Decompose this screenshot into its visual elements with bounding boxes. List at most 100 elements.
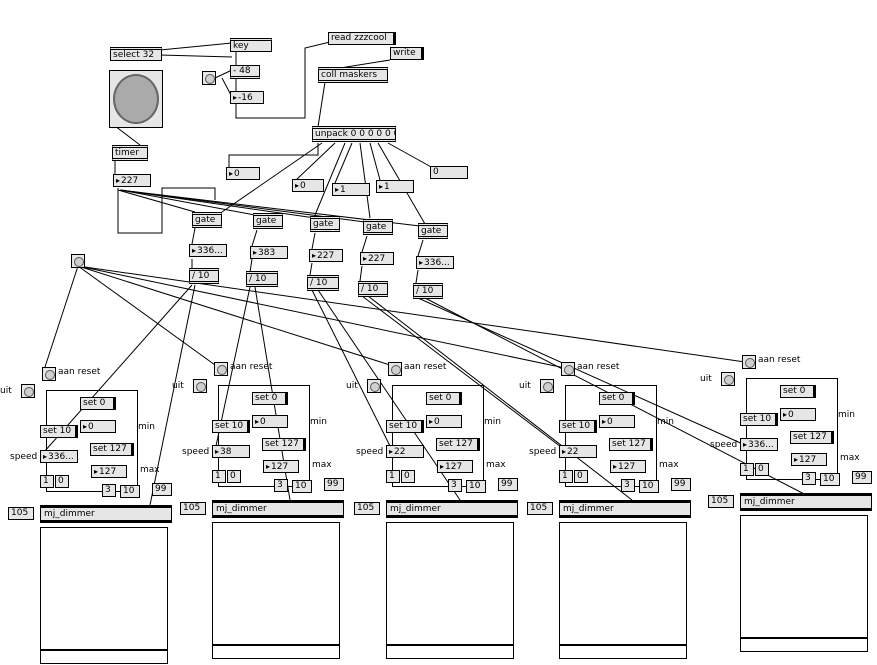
select-object[interactable]: select 32 bbox=[110, 47, 162, 61]
toggle-0[interactable]: 0 bbox=[55, 475, 69, 488]
toggle-0[interactable]: 0 bbox=[227, 470, 241, 483]
min-number-box[interactable]: 0 bbox=[80, 420, 116, 433]
set-10-message[interactable]: set 10 bbox=[212, 420, 250, 433]
num-105[interactable]: 105 bbox=[180, 502, 206, 515]
toggle-1[interactable]: 1 bbox=[386, 470, 400, 483]
max-number-box[interactable]: 127 bbox=[263, 460, 299, 473]
unpack-out-1[interactable]: 0 bbox=[226, 167, 260, 180]
read-message[interactable]: read zzzcool bbox=[328, 32, 396, 45]
num-3[interactable]: 3 bbox=[102, 484, 116, 497]
toggle-1[interactable]: 1 bbox=[740, 463, 754, 476]
set-10-message[interactable]: set 10 bbox=[740, 413, 778, 426]
divide-object[interactable]: / 10 bbox=[358, 281, 388, 297]
divide-object[interactable]: / 10 bbox=[189, 268, 219, 284]
aan-reset-bang[interactable] bbox=[214, 362, 228, 376]
set-10-message[interactable]: set 10 bbox=[559, 420, 597, 433]
gate-object[interactable]: gate bbox=[253, 213, 283, 229]
max-number-box[interactable]: 127 bbox=[437, 460, 473, 473]
gate-value[interactable]: 336... bbox=[416, 256, 454, 269]
timer-object[interactable]: timer bbox=[112, 145, 148, 161]
set-10-message[interactable]: set 10 bbox=[386, 420, 424, 433]
key-bang-button[interactable] bbox=[202, 71, 216, 85]
min-number-box[interactable]: 0 bbox=[780, 408, 816, 421]
speed-number-box[interactable]: 336... bbox=[40, 450, 78, 463]
set-0-message[interactable]: set 0 bbox=[780, 385, 816, 398]
reset-all-bang-button[interactable] bbox=[71, 254, 85, 268]
max-number-box[interactable]: 127 bbox=[791, 453, 827, 466]
gate-value[interactable]: 336... bbox=[189, 244, 227, 257]
num-3[interactable]: 3 bbox=[621, 479, 635, 492]
aan-reset-bang[interactable] bbox=[561, 362, 575, 376]
set-0-message[interactable]: set 0 bbox=[252, 392, 288, 405]
speed-number-box[interactable]: 38 bbox=[212, 445, 250, 458]
num-10[interactable]: 10 bbox=[466, 480, 486, 493]
uit-bang[interactable] bbox=[193, 379, 207, 393]
timer-number-box[interactable]: 227 bbox=[113, 174, 151, 187]
num-99[interactable]: 99 bbox=[498, 478, 518, 491]
minus-48-object[interactable]: - 48 bbox=[230, 65, 260, 79]
mj-dimmer-object[interactable]: mj_dimmer bbox=[212, 500, 344, 518]
speed-number-box[interactable]: 336... bbox=[740, 438, 778, 451]
divide-object[interactable]: / 10 bbox=[246, 271, 278, 287]
num-105[interactable]: 105 bbox=[527, 502, 553, 515]
num-10[interactable]: 10 bbox=[639, 480, 659, 493]
unpack-object[interactable]: unpack 0 0 0 0 0 0 bbox=[312, 126, 396, 142]
max-number-box[interactable]: 127 bbox=[610, 460, 646, 473]
divide-object[interactable]: / 10 bbox=[413, 283, 443, 299]
num-105[interactable]: 105 bbox=[708, 495, 734, 508]
toggle-0[interactable]: 0 bbox=[401, 470, 415, 483]
num-105[interactable]: 105 bbox=[354, 502, 380, 515]
toggle-0[interactable]: 0 bbox=[755, 463, 769, 476]
toggle-0[interactable]: 0 bbox=[574, 470, 588, 483]
set-0-message[interactable]: set 0 bbox=[80, 397, 116, 410]
set-127-message[interactable]: set 127 bbox=[90, 443, 134, 456]
num-10[interactable]: 10 bbox=[120, 485, 140, 498]
max-number-box[interactable]: 127 bbox=[91, 465, 127, 478]
gate-value[interactable]: 227 bbox=[360, 252, 394, 265]
num-105[interactable]: 105 bbox=[8, 507, 34, 520]
aan-reset-bang[interactable] bbox=[388, 362, 402, 376]
toggle-1[interactable]: 1 bbox=[559, 470, 573, 483]
unpack-out-3[interactable]: 1 bbox=[332, 183, 370, 196]
min-number-box[interactable]: 0 bbox=[426, 415, 462, 428]
mj-dimmer-object[interactable]: mj_dimmer bbox=[740, 493, 872, 511]
set-127-message[interactable]: set 127 bbox=[436, 438, 480, 451]
num-3[interactable]: 3 bbox=[802, 472, 816, 485]
mj-dimmer-object[interactable]: mj_dimmer bbox=[386, 500, 518, 518]
min-number-box[interactable]: 0 bbox=[599, 415, 635, 428]
num-3[interactable]: 3 bbox=[274, 479, 288, 492]
coll-object[interactable]: coll maskers bbox=[318, 67, 388, 83]
num-10[interactable]: 10 bbox=[292, 480, 312, 493]
big-bang-button[interactable] bbox=[109, 70, 163, 128]
gate-object[interactable]: gate bbox=[310, 216, 340, 232]
toggle-1[interactable]: 1 bbox=[40, 475, 54, 488]
key-number-box[interactable]: -16 bbox=[230, 91, 264, 104]
unpack-out-4[interactable]: 1 bbox=[376, 180, 414, 193]
set-0-message[interactable]: set 0 bbox=[599, 392, 635, 405]
set-0-message[interactable]: set 0 bbox=[426, 392, 462, 405]
uit-bang[interactable] bbox=[721, 372, 735, 386]
uit-bang[interactable] bbox=[540, 379, 554, 393]
set-10-message[interactable]: set 10 bbox=[40, 425, 78, 438]
mj-dimmer-object[interactable]: mj_dimmer bbox=[40, 505, 172, 523]
key-object[interactable]: key bbox=[230, 38, 272, 52]
mj-dimmer-object[interactable]: mj_dimmer bbox=[559, 500, 691, 518]
unpack-out-5[interactable]: 0 bbox=[430, 166, 468, 179]
speed-number-box[interactable]: 22 bbox=[386, 445, 424, 458]
num-10[interactable]: 10 bbox=[820, 473, 840, 486]
unpack-out-2[interactable]: 0 bbox=[292, 179, 324, 192]
uit-bang[interactable] bbox=[367, 379, 381, 393]
divide-object[interactable]: / 10 bbox=[307, 275, 339, 291]
toggle-1[interactable]: 1 bbox=[212, 470, 226, 483]
num-99[interactable]: 99 bbox=[324, 478, 344, 491]
set-127-message[interactable]: set 127 bbox=[262, 438, 306, 451]
set-127-message[interactable]: set 127 bbox=[609, 438, 653, 451]
gate-object[interactable]: gate bbox=[192, 212, 222, 228]
num-99[interactable]: 99 bbox=[671, 478, 691, 491]
aan-reset-bang[interactable] bbox=[742, 355, 756, 369]
gate-object[interactable]: gate bbox=[363, 219, 393, 235]
set-127-message[interactable]: set 127 bbox=[790, 431, 834, 444]
num-3[interactable]: 3 bbox=[448, 479, 462, 492]
num-99[interactable]: 99 bbox=[152, 483, 172, 496]
aan-reset-bang[interactable] bbox=[42, 367, 56, 381]
